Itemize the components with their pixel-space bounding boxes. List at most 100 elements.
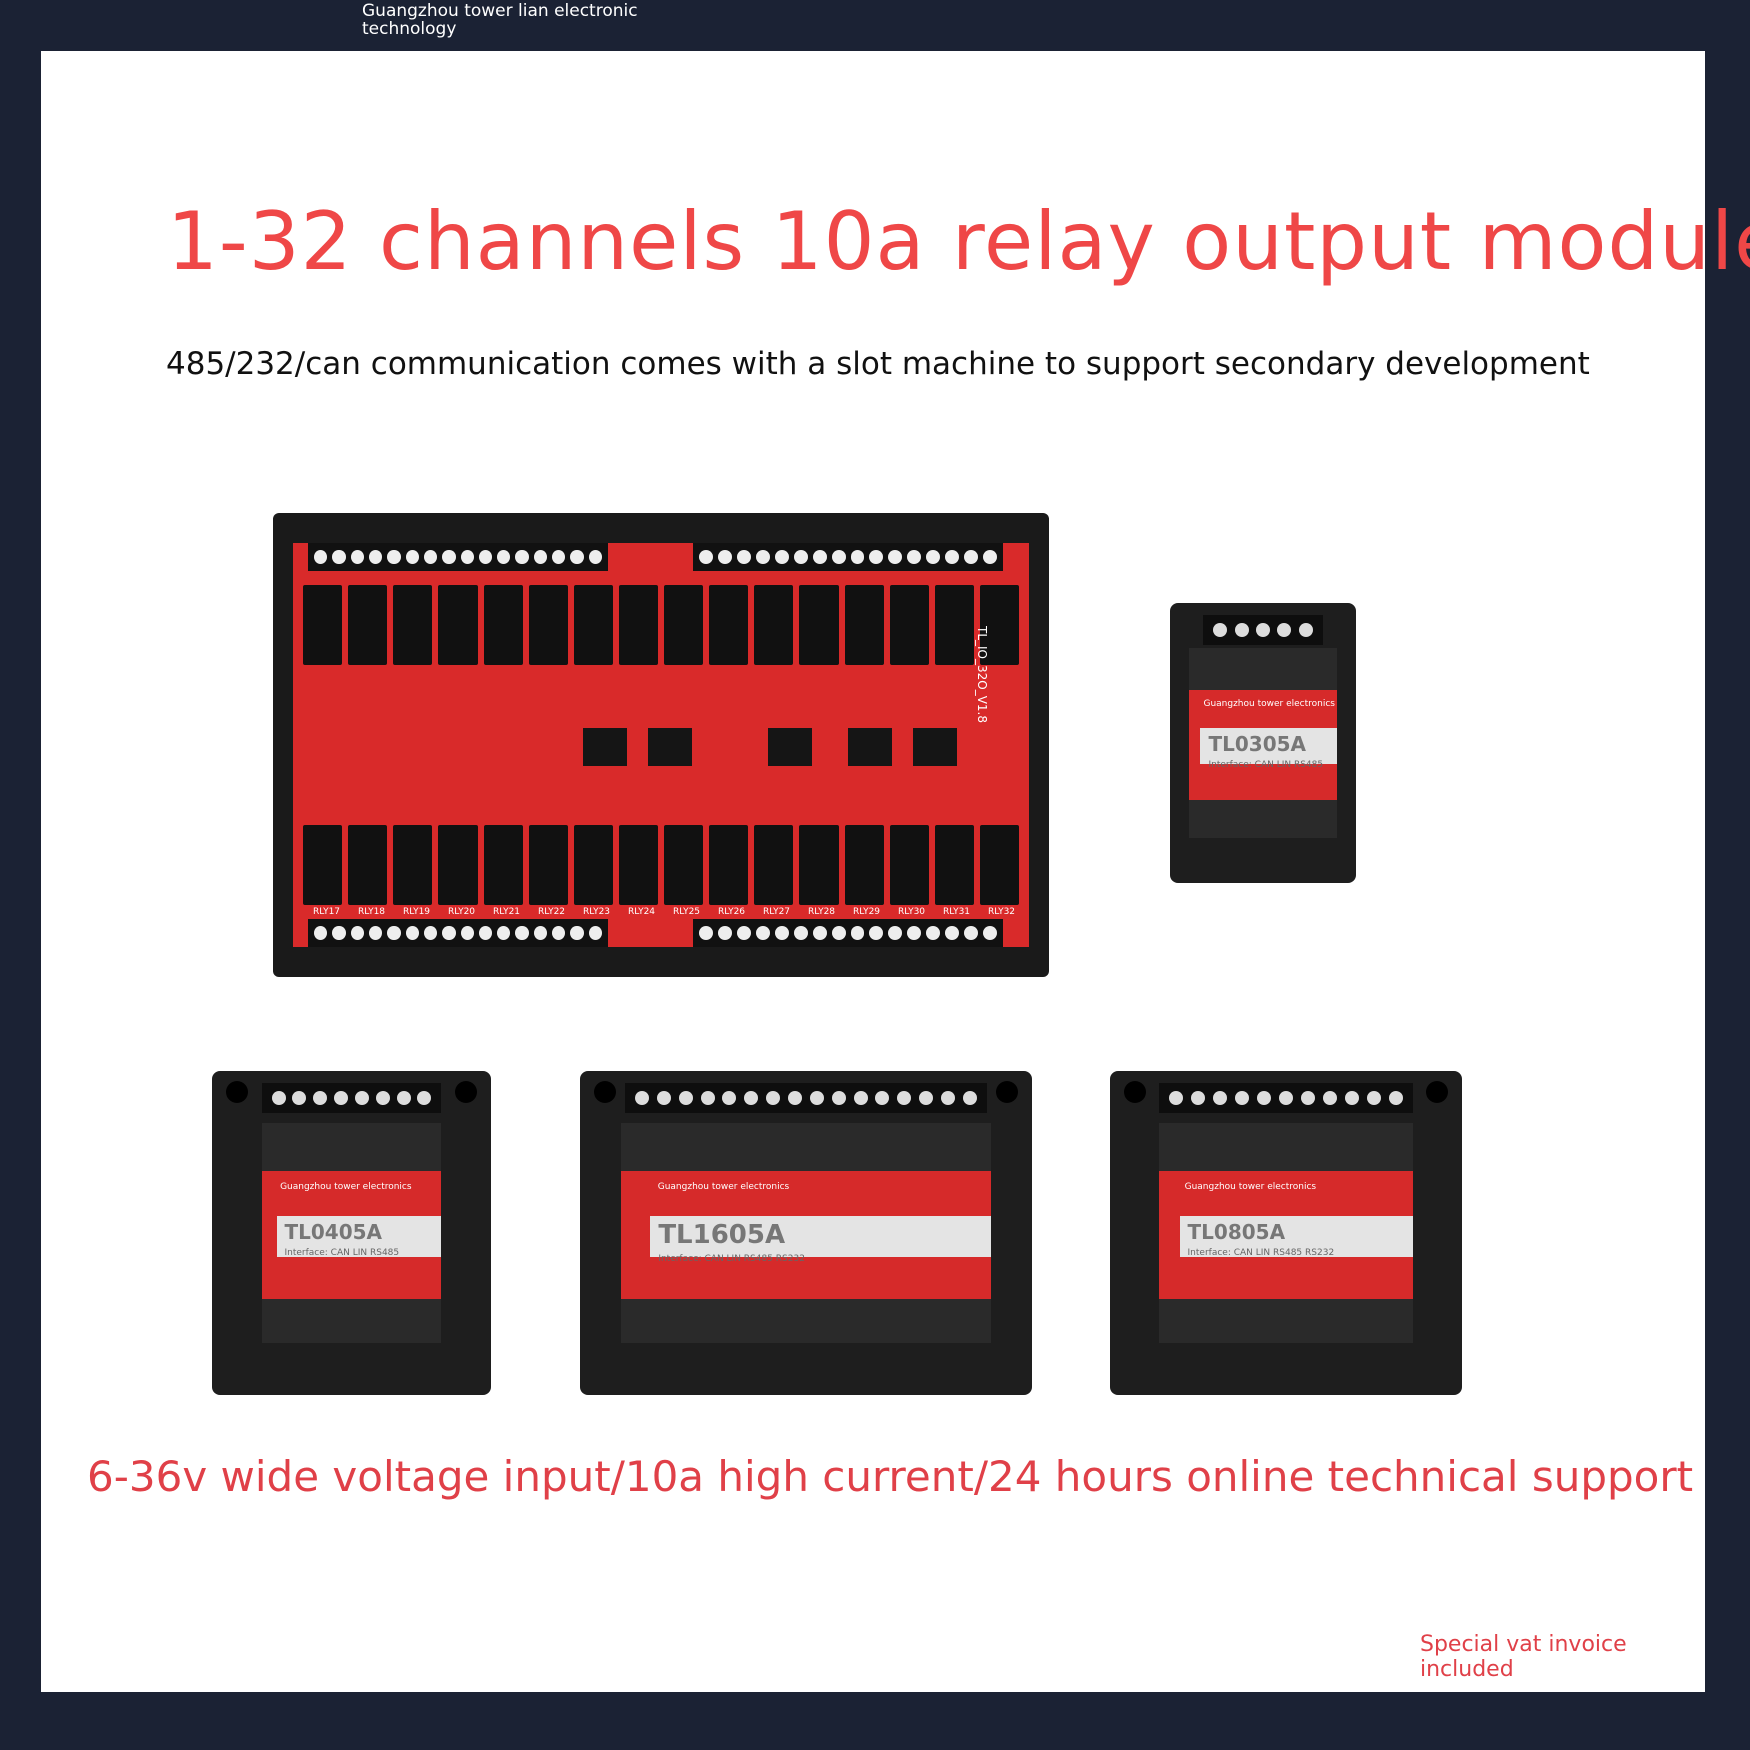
mount-hole — [996, 1081, 1018, 1103]
screw-terminal — [497, 550, 511, 564]
screw-terminal — [793, 550, 808, 564]
mount-hole — [226, 1081, 248, 1103]
module-brand: Guangzhou tower electronics — [1184, 1181, 1317, 1192]
screw-terminal — [774, 926, 789, 940]
relay — [348, 585, 388, 665]
screw-terminal — [314, 550, 328, 564]
screw-terminal — [964, 550, 979, 564]
screw-terminal — [396, 1091, 411, 1105]
mount-hole — [1426, 1081, 1448, 1103]
module-name: TL0305A — [1208, 732, 1307, 757]
relay — [799, 825, 839, 905]
module-name: TL1605A — [658, 1220, 786, 1251]
ic-chip — [848, 728, 892, 766]
relay — [799, 585, 839, 665]
module-brand: Guangzhou tower electronics — [1203, 698, 1335, 709]
terminal-block — [262, 1083, 441, 1113]
screw-terminal — [460, 926, 474, 940]
screw-terminal — [744, 1091, 759, 1105]
screw-terminal — [405, 550, 419, 564]
terminal-block — [308, 543, 608, 571]
invoice-note: Special vat invoice included — [1420, 1632, 1627, 1682]
screw-terminal — [423, 926, 438, 940]
relay — [664, 585, 704, 665]
relay-label: RLY22 — [538, 907, 566, 917]
screw-terminal — [831, 926, 846, 940]
screw-terminal — [869, 926, 884, 940]
relay — [934, 825, 974, 905]
terminal-block — [1159, 1083, 1413, 1113]
screw-terminal — [888, 550, 903, 564]
screw-terminal — [1255, 623, 1270, 637]
terminal-block — [625, 1083, 987, 1113]
screw-terminal — [515, 926, 529, 940]
screw-terminal — [907, 550, 922, 564]
screw-terminal — [983, 550, 997, 564]
screw-terminal — [897, 1091, 912, 1105]
relay — [393, 825, 433, 905]
screw-terminal — [368, 926, 383, 940]
relay — [709, 585, 749, 665]
relay — [438, 825, 478, 905]
relay — [348, 825, 388, 905]
screw-terminal — [387, 550, 401, 564]
screw-terminal — [515, 550, 529, 564]
screw-terminal — [292, 1091, 307, 1105]
relay-label: RLY29 — [853, 907, 881, 917]
screw-terminal — [423, 550, 438, 564]
mount-hole — [1124, 1081, 1146, 1103]
screw-terminal — [497, 926, 511, 940]
screw-terminal — [570, 550, 584, 564]
screw-terminal — [793, 926, 808, 940]
screw-terminal — [1169, 1091, 1184, 1105]
feature-line: 6-36v wide voltage input/10a high curren… — [87, 1452, 1694, 1501]
relay — [573, 585, 613, 665]
screw-terminal — [700, 1091, 715, 1105]
screw-terminal — [1344, 1091, 1359, 1105]
relay — [889, 825, 929, 905]
screw-terminal — [850, 926, 865, 940]
screw-terminal — [332, 550, 346, 564]
screw-terminal — [656, 1091, 671, 1105]
screw-terminal — [1298, 623, 1313, 637]
relay — [618, 585, 658, 665]
relay-row-bottom — [303, 825, 1019, 905]
relay — [303, 585, 343, 665]
relay — [979, 825, 1019, 905]
screw-terminal — [588, 926, 602, 940]
page-title: 1-32 channels 10a relay output module — [167, 195, 1750, 288]
screw-terminal — [1234, 623, 1249, 637]
screw-terminal — [755, 550, 770, 564]
relay — [844, 585, 884, 665]
terminal-block — [308, 919, 608, 947]
relay — [754, 825, 794, 905]
screw-terminal — [375, 1091, 390, 1105]
screw-terminal — [387, 926, 401, 940]
screw-terminal — [533, 926, 548, 940]
screw-terminal — [334, 1091, 349, 1105]
screw-terminal — [717, 550, 732, 564]
screw-terminal — [678, 1091, 693, 1105]
relay-label: RLY25 — [673, 907, 701, 917]
screw-terminal — [983, 926, 997, 940]
screw-terminal — [945, 550, 960, 564]
relay — [844, 825, 884, 905]
brand-name: Guangzhou tower lian electronic technolo… — [362, 1, 638, 39]
relay-label: RLY26 — [718, 907, 746, 917]
screw-terminal — [442, 550, 456, 564]
module-name: TL0805A — [1187, 1220, 1286, 1245]
screw-terminal — [1213, 1091, 1228, 1105]
relay-label: RLY31 — [943, 907, 971, 917]
module-brand: Guangzhou tower electronics — [280, 1181, 412, 1192]
